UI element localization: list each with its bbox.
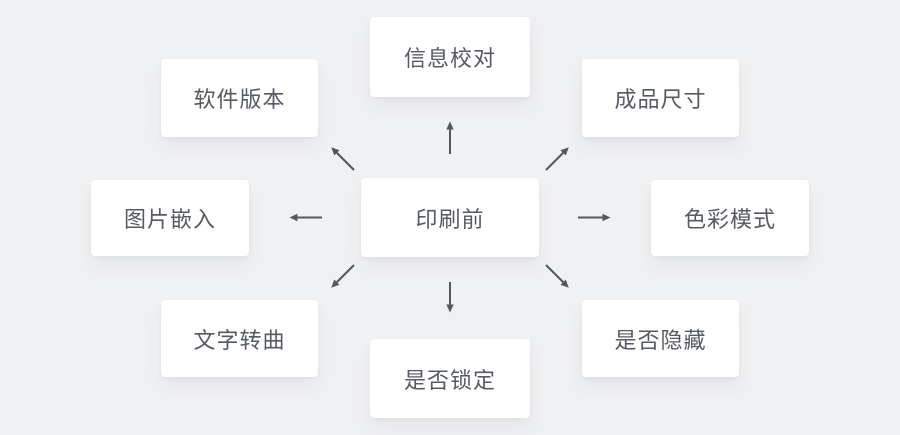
node-top: 信息校对 bbox=[370, 17, 530, 97]
node-bottom-label: 是否锁定 bbox=[403, 367, 496, 393]
node-top-left-label: 软件版本 bbox=[193, 87, 286, 112]
node-top-left: 软件版本 bbox=[161, 59, 318, 137]
node-right-label: 色彩模式 bbox=[683, 207, 776, 232]
node-left-label: 图片嵌入 bbox=[123, 207, 216, 232]
node-bottom-left: 文字转曲 bbox=[161, 300, 318, 377]
arrow-up-left-icon bbox=[331, 147, 355, 171]
arrow-up-right-icon bbox=[545, 147, 569, 171]
node-bottom-right-label: 是否隐藏 bbox=[614, 327, 707, 353]
node-bottom-left-label: 文字转曲 bbox=[193, 327, 286, 353]
node-bottom: 是否锁定 bbox=[370, 339, 530, 418]
arrow-down-right-icon bbox=[545, 264, 569, 288]
node-top-right-label: 成品尺寸 bbox=[614, 87, 707, 112]
node-left: 图片嵌入 bbox=[91, 180, 249, 256]
node-top-right: 成品尺寸 bbox=[582, 59, 739, 137]
node-right: 色彩模式 bbox=[651, 180, 809, 256]
node-bottom-right: 是否隐藏 bbox=[582, 300, 739, 377]
node-top-label: 信息校对 bbox=[403, 46, 496, 71]
node-center: 印刷前 bbox=[361, 178, 539, 257]
node-center-label: 印刷前 bbox=[415, 206, 485, 232]
arrow-down-left-icon bbox=[331, 264, 355, 288]
